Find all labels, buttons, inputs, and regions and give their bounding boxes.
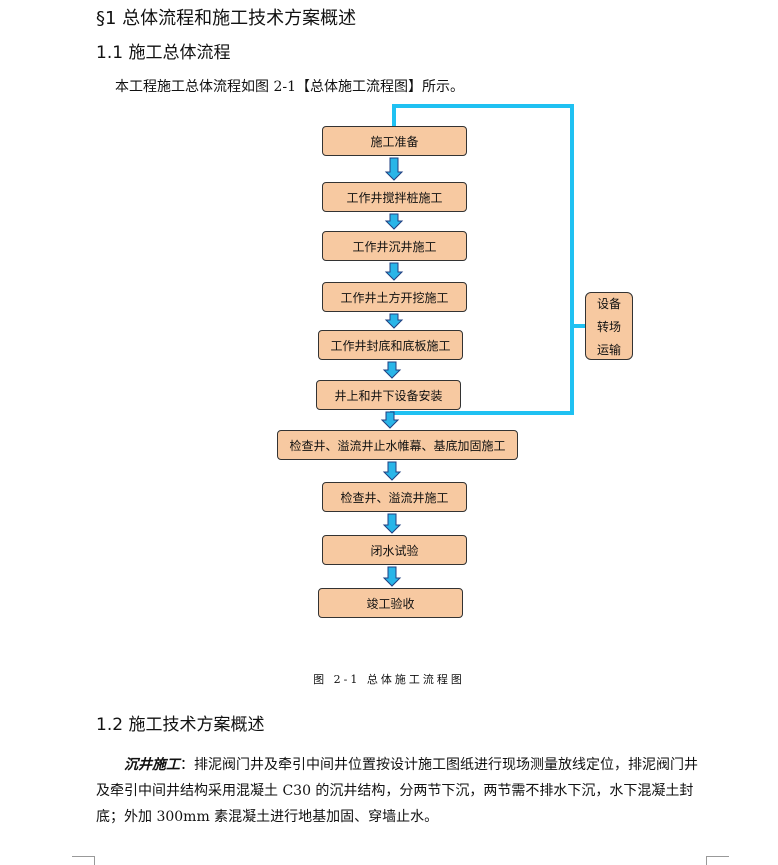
down-arrow-icon <box>382 461 402 481</box>
flow-step-bottom-sealing: 工作井封底和底板施工 <box>318 330 463 360</box>
technical-paragraph: 沉井施工：排泥阀门井及牵引中间井位置按设计施工图纸进行现场测量放线定位，排泥阀门… <box>96 752 708 830</box>
flow-step-prep: 施工准备 <box>322 126 467 156</box>
flow-step-equipment-install: 井上和井下设备安装 <box>316 380 461 410</box>
intro-paragraph: 本工程施工总体流程如图 2-1【总体施工流程图】所示。 <box>115 76 464 96</box>
down-arrow-icon <box>384 313 404 329</box>
down-arrow-icon <box>384 157 404 181</box>
page-corner-mark-left <box>72 856 95 865</box>
flowchart-connectors <box>380 104 585 587</box>
down-arrow-icon <box>382 361 402 379</box>
subsection-title-1: 1.1 施工总体流程 <box>96 43 231 63</box>
side-box-line-2: 转场 <box>596 319 621 334</box>
flow-step-completion: 竣工验收 <box>318 588 463 618</box>
side-box-line-3: 运输 <box>596 342 621 357</box>
flow-step-caisson: 工作井沉井施工 <box>322 231 467 261</box>
down-arrow-icon <box>384 262 404 281</box>
page-corner-mark-right <box>706 856 729 865</box>
flow-step-curtain-reinforcement: 检查井、溢流井止水帷幕、基底加固施工 <box>277 430 518 460</box>
equipment-transfer-box: 设备 转场 运输 <box>585 292 633 360</box>
down-arrow-icon <box>384 213 404 230</box>
technical-body: ：排泥阀门井及牵引中间井位置按设计施工图纸进行现场测量放线定位，排泥阀门井及牵引… <box>96 757 698 825</box>
intro-figure-ref: 2-1 <box>273 79 296 95</box>
section-heading: §1 总体流程和施工技术方案概述 <box>96 8 357 29</box>
flow-arrows <box>380 157 404 587</box>
intro-suffix: 【总体施工流程图】所示。 <box>296 79 464 95</box>
caisson-lead: 沉井施工 <box>124 757 180 773</box>
down-arrow-icon <box>382 513 402 534</box>
flow-step-inspection-well: 检查井、溢流井施工 <box>322 482 467 512</box>
side-box-line-1: 设备 <box>596 296 621 311</box>
flow-step-water-test: 闭水试验 <box>322 535 467 565</box>
figure-caption: 图 2-1 总体施工流程图 <box>313 673 465 686</box>
subsection-title-2: 1.2 施工技术方案概述 <box>96 715 265 735</box>
intro-prefix: 本工程施工总体流程如图 <box>115 79 274 95</box>
flowchart: 施工准备 工作井搅拌桩施工 工作井沉井施工 工作井土方开挖施工 工作井封底和底板… <box>277 104 633 618</box>
down-arrow-icon <box>382 566 402 587</box>
flow-step-mixing-pile: 工作井搅拌桩施工 <box>322 182 467 212</box>
transfer-loop-segment <box>390 104 574 415</box>
flow-step-excavation: 工作井土方开挖施工 <box>322 282 467 312</box>
transfer-loop-line <box>390 104 585 415</box>
down-arrow-icon <box>380 411 400 429</box>
